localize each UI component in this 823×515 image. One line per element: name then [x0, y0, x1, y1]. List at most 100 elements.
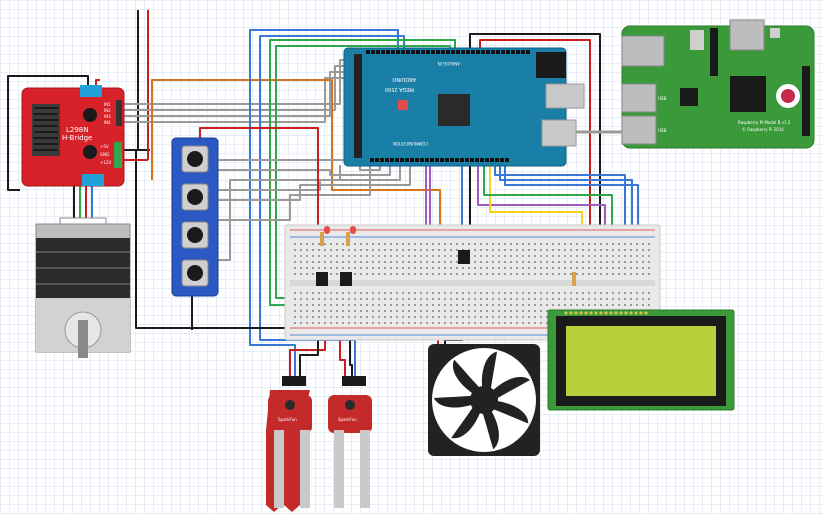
lcd-display	[547, 309, 735, 411]
breadboard-hole	[366, 243, 368, 245]
lcd-pin-header	[564, 311, 648, 315]
breadboard-hole	[624, 261, 626, 263]
breadboard-hole	[618, 249, 620, 251]
breadboard-hole	[312, 298, 314, 300]
breadboard-hole	[348, 261, 350, 263]
breadboard-hole	[474, 273, 476, 275]
breadboard-hole	[504, 322, 506, 324]
breadboard-hole	[444, 267, 446, 269]
breadboard-hole	[378, 243, 380, 245]
breadboard-hole	[636, 273, 638, 275]
transistor	[458, 250, 470, 264]
breadboard-hole	[372, 322, 374, 324]
breadboard-hole	[588, 292, 590, 294]
breadboard-hole	[528, 298, 530, 300]
breadboard-hole	[324, 267, 326, 269]
breadboard-hole	[396, 298, 398, 300]
breadboard-hole	[468, 322, 470, 324]
breadboard-hole	[324, 316, 326, 318]
breadboard-hole	[486, 261, 488, 263]
breadboard-hole	[462, 304, 464, 306]
breadboard-hole	[576, 267, 578, 269]
breadboard-hole	[300, 304, 302, 306]
breadboard-hole	[630, 255, 632, 257]
breadboard-hole	[354, 292, 356, 294]
breadboard-hole	[378, 255, 380, 257]
breadboard-hole	[444, 322, 446, 324]
breadboard-hole	[414, 304, 416, 306]
breadboard-hole	[342, 267, 344, 269]
breadboard-hole	[606, 249, 608, 251]
breadboard-hole	[546, 292, 548, 294]
breadboard-hole	[348, 292, 350, 294]
wire-gray-btn3	[212, 165, 401, 191]
breadboard-hole	[378, 322, 380, 324]
breadboard-hole	[342, 310, 344, 312]
breadboard-hole	[486, 316, 488, 318]
breadboard-hole	[414, 322, 416, 324]
breadboard-hole	[432, 249, 434, 251]
breadboard-hole	[480, 304, 482, 306]
header-pin	[511, 50, 515, 54]
breadboard-hole	[594, 261, 596, 263]
breadboard-hole	[306, 261, 308, 263]
breadboard-hole	[300, 243, 302, 245]
breadboard-hole	[534, 261, 536, 263]
breadboard-hole	[564, 292, 566, 294]
breadboard-hole	[318, 261, 320, 263]
breadboard-hole	[432, 267, 434, 269]
breadboard-hole	[552, 304, 554, 306]
breadboard-hole	[354, 267, 356, 269]
breadboard-hole	[612, 304, 614, 306]
breadboard-hole	[342, 322, 344, 324]
breadboard-hole	[324, 298, 326, 300]
breadboard-hole	[528, 292, 530, 294]
breadboard-hole	[348, 304, 350, 306]
breadboard-hole	[426, 316, 428, 318]
breadboard-hole	[612, 267, 614, 269]
breadboard-hole	[636, 243, 638, 245]
header-pin	[526, 50, 530, 54]
breadboard-hole	[648, 267, 650, 269]
breadboard-hole	[306, 273, 308, 275]
breadboard-hole	[354, 310, 356, 312]
breadboard-hole	[444, 249, 446, 251]
breadboard-hole	[600, 255, 602, 257]
breadboard-hole	[600, 267, 602, 269]
breadboard-hole	[636, 292, 638, 294]
breadboard-hole	[408, 316, 410, 318]
rpi-model-label: Raspberry Pi Model B v1.2	[738, 120, 791, 125]
breadboard-hole	[396, 316, 398, 318]
breadboard-hole	[474, 267, 476, 269]
breadboard-hole	[600, 298, 602, 300]
breadboard-hole	[354, 316, 356, 318]
breadboard-hole	[300, 298, 302, 300]
breadboard-hole	[564, 273, 566, 275]
wire-gray-btn1	[212, 159, 381, 171]
breadboard-hole	[318, 249, 320, 251]
breadboard-hole	[306, 310, 308, 312]
breadboard-hole	[474, 249, 476, 251]
header-pin	[416, 50, 420, 54]
breadboard-hole	[468, 304, 470, 306]
wire-gray-btn6	[212, 165, 341, 261]
breadboard-hole	[492, 310, 494, 312]
breadboard-hole	[648, 243, 650, 245]
driver-pin-gnd: GND	[100, 152, 109, 157]
breadboard-hole	[516, 316, 518, 318]
breadboard-hole	[294, 322, 296, 324]
header-pin	[496, 50, 500, 54]
fan-blade	[481, 351, 498, 400]
wire-black-arduino-top	[469, 33, 601, 290]
rpi-usb-label-1: USB	[658, 96, 666, 101]
breadboard-hole	[318, 267, 320, 269]
breadboard-hole	[348, 298, 350, 300]
breadboard-hole	[504, 243, 506, 245]
breadboard-hole	[510, 310, 512, 312]
breadboard-hole	[324, 243, 326, 245]
lcd-pin	[644, 311, 648, 315]
lcd-pin	[569, 311, 573, 315]
breadboard-hole	[474, 243, 476, 245]
breadboard-hole	[504, 249, 506, 251]
breadboard-hole	[492, 292, 494, 294]
